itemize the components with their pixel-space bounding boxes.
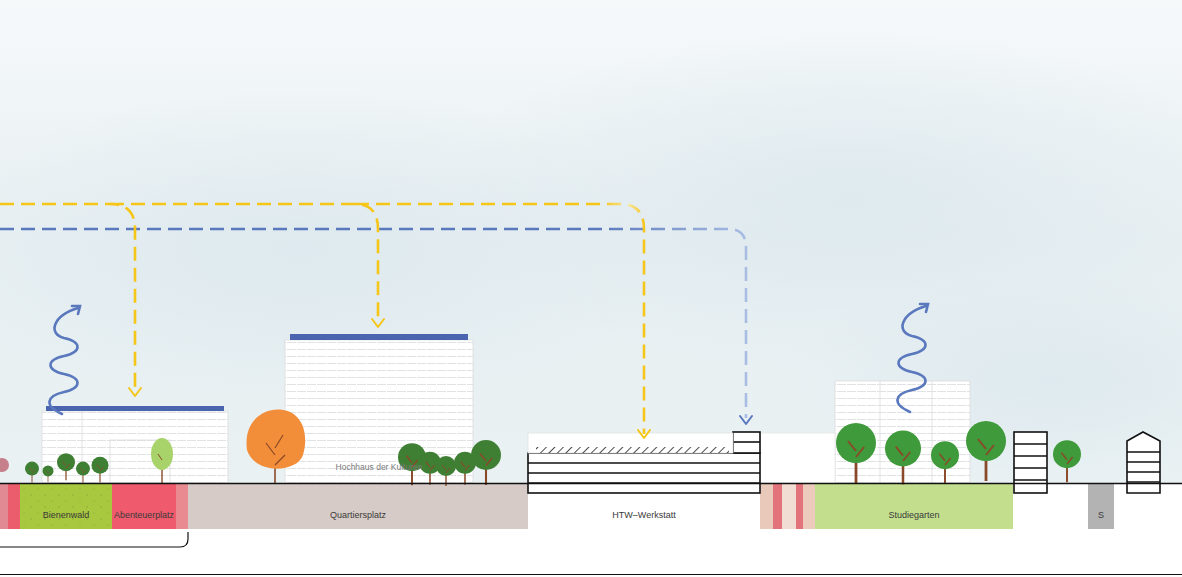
ground-band: Abenteuerplatz: [112, 503, 176, 529]
ground-band: S: [1088, 503, 1114, 529]
building-label-box: Hochhaus der Kulturen: [285, 340, 473, 483]
area-name: Quartiersplatz: [330, 511, 386, 521]
area-name: Abenteuerplatz: [114, 511, 174, 521]
area-name: S: [1098, 511, 1104, 521]
area-name: Bienenwald: [43, 511, 90, 521]
area-name: Studiegarten: [888, 511, 939, 521]
area-name: HTW–Werkstatt: [612, 511, 675, 521]
ground-band: Studiegarten: [815, 503, 1013, 529]
ground-band: Quartiersplatz: [188, 503, 528, 529]
ground-band: Bienenwald: [20, 503, 112, 529]
building-name: Hochhaus der Kulturen: [336, 463, 423, 472]
ground-band: HTW–Werkstatt: [528, 503, 760, 529]
